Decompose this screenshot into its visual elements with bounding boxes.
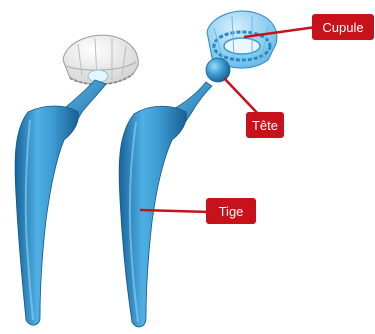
callout-head-label: Tête [252, 118, 278, 133]
callout-stem-label: Tige [219, 204, 244, 219]
callout-head: Tête [224, 78, 284, 138]
exploded-implant [119, 11, 277, 327]
assembled-stem [15, 106, 78, 325]
assembled-cup [63, 35, 138, 84]
callout-cup-label: Cupule [322, 20, 363, 35]
callout-stem: Tige [140, 198, 256, 224]
head-component [206, 58, 230, 82]
